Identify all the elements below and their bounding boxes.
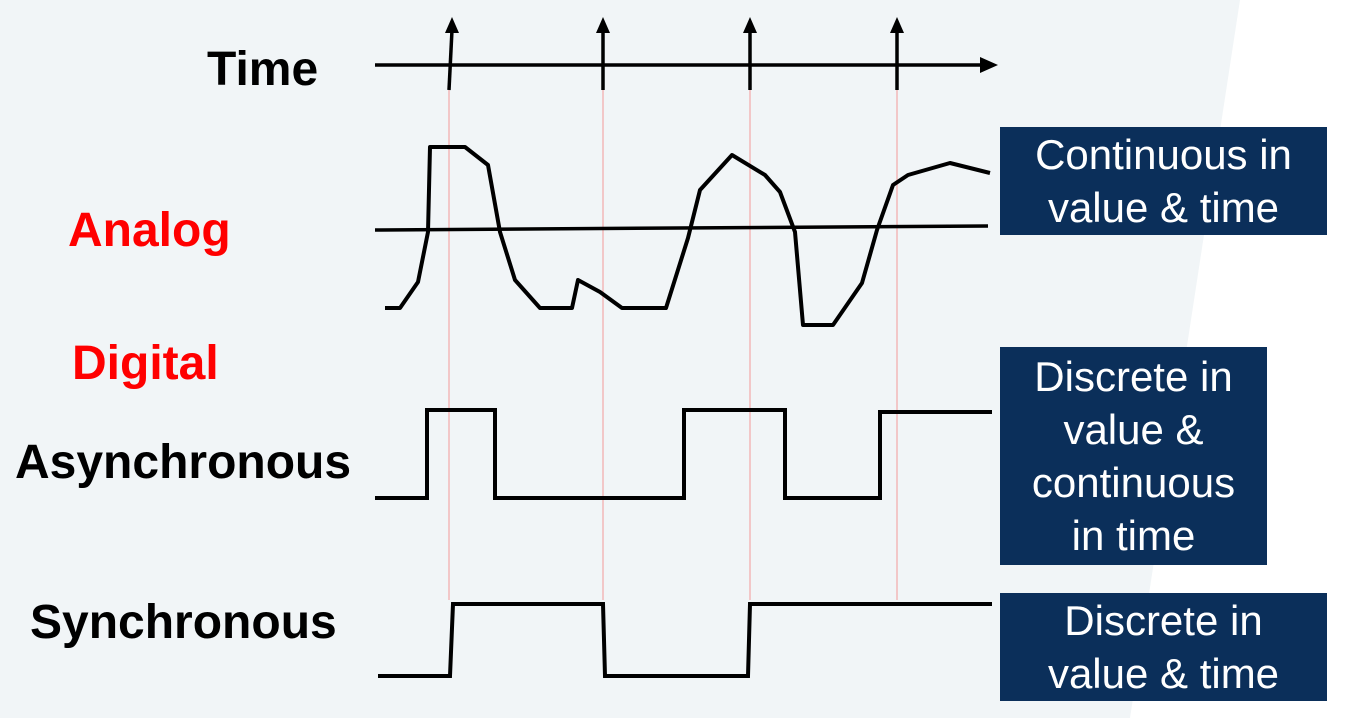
sampling-tick-arrowhead-2	[596, 17, 610, 33]
sampling-guides	[448, 90, 898, 600]
background-panel	[0, 0, 1240, 718]
sampling-tick-arrowhead-1	[445, 17, 459, 33]
asynchronous-label: Asynchronous	[15, 436, 352, 489]
analog-callout-text: Continuous in value & time	[1035, 131, 1292, 231]
asynchronous-callout-text: Discrete in value & continuous in time	[1031, 353, 1236, 559]
asynchronous-waveform	[375, 408, 992, 500]
sampling-tick-arrowhead-4	[890, 17, 904, 33]
synchronous-label: Synchronous	[30, 596, 337, 649]
time-axis-arrowhead	[980, 57, 998, 73]
analog-threshold-line	[374, 224, 989, 232]
synchronous-callout: Discrete in value & time	[1000, 593, 1327, 701]
sampling-tick-arrowheads	[445, 17, 904, 33]
sampling-tick-arrowhead-3	[743, 17, 757, 33]
sampling-tick-1	[447, 29, 454, 91]
analog-waveform	[385, 145, 991, 327]
digital-label: Digital	[72, 337, 219, 390]
sampling-ticks	[447, 29, 899, 91]
time-label: Time	[207, 43, 319, 96]
analog-callout: Continuous in value & time	[1000, 127, 1327, 235]
asynchronous-callout: Discrete in value & continuous in time	[1000, 347, 1267, 565]
synchronous-callout-text: Discrete in value & time	[1047, 597, 1280, 697]
synchronous-waveform	[378, 602, 992, 678]
analog-label: Analog	[68, 204, 231, 257]
